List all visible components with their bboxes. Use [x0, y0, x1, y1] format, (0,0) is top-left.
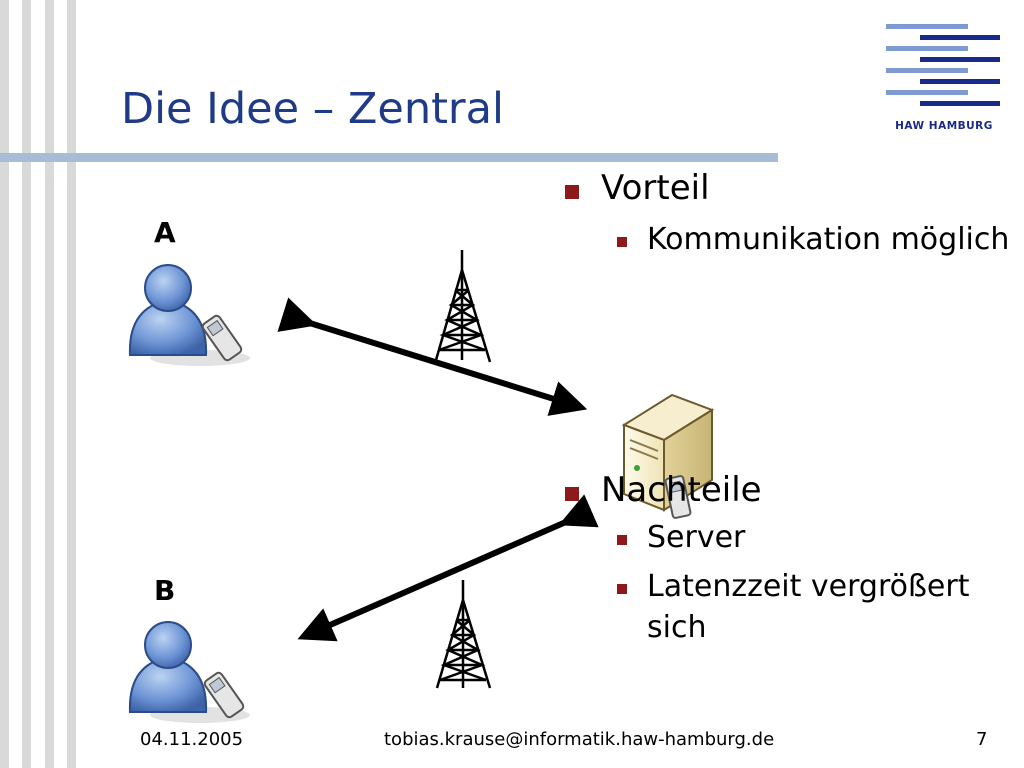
logo-stripes-icon	[886, 24, 1000, 106]
footer-page-number: 7	[976, 729, 988, 750]
user-a-icon	[128, 264, 250, 366]
bullet-heading-con: Nachteile	[563, 470, 1023, 511]
bullet-item: Server	[563, 517, 1023, 558]
decorative-stripes	[0, 0, 80, 768]
server-icon	[621, 393, 715, 519]
connection-arrow	[277, 297, 588, 416]
title-underline	[0, 153, 778, 162]
bullet-list: Vorteil Kommunikation möglich Nachteile …	[563, 168, 1023, 648]
haw-hamburg-logo: HAW HAMBURG	[886, 22, 1002, 134]
radio-tower-icon	[435, 580, 492, 689]
connection-arrow	[297, 494, 599, 642]
bullet-item: Latenzzeit vergrößert sich	[563, 566, 1023, 648]
radio-tower-icon	[434, 250, 492, 363]
bullet-item: Kommunikation möglich	[563, 219, 1023, 260]
footer-date: 04.11.2005	[140, 729, 244, 750]
logo-text: HAW HAMBURG	[895, 120, 993, 132]
user-b-label: B	[154, 574, 176, 607]
bullet-heading-pro: Vorteil	[563, 168, 1023, 209]
footer-email: tobias.krause@informatik.haw-hamburg.de	[384, 729, 775, 750]
user-a-label: A	[154, 216, 176, 249]
user-b-icon	[128, 621, 250, 723]
slide-title: Die Idee – Zentral	[121, 84, 504, 134]
